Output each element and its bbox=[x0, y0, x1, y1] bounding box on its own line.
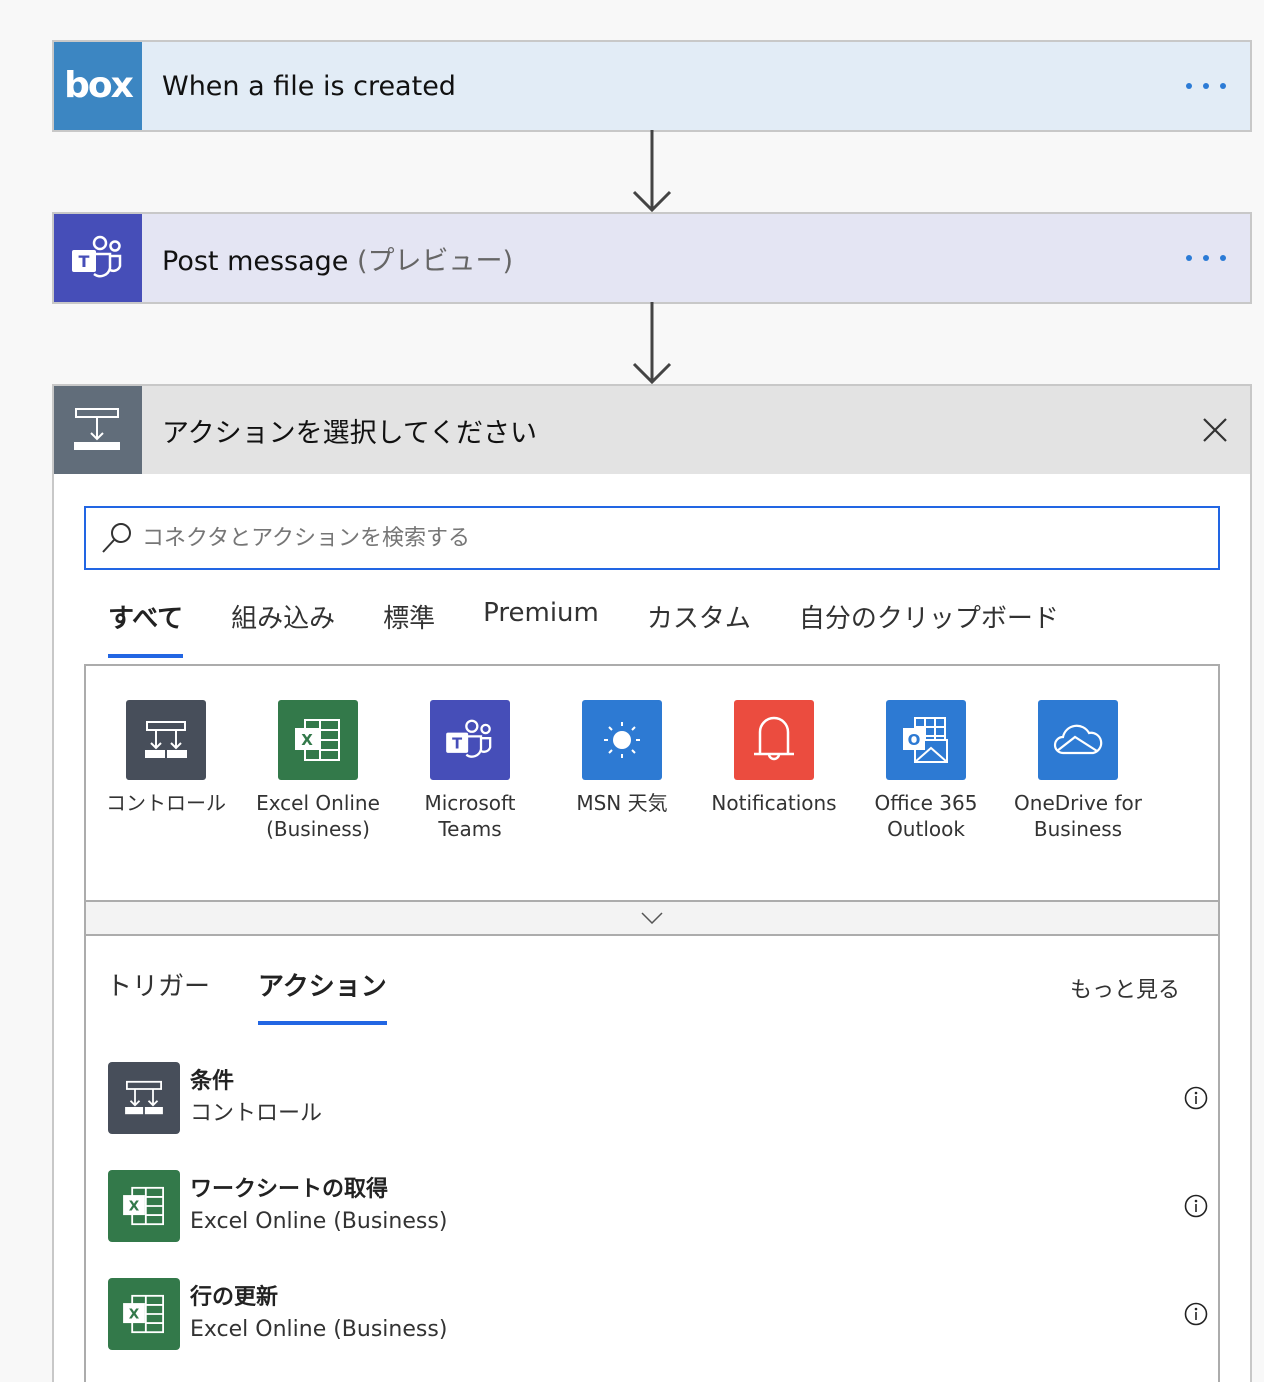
dot-icon bbox=[1220, 83, 1226, 89]
connector-office365-outlook[interactable]: O Office 365 Outlook bbox=[850, 700, 1002, 842]
trigger-action-tabs: トリガー アクション bbox=[106, 966, 435, 1025]
connector-label: Notifications bbox=[711, 791, 837, 815]
search-input[interactable] bbox=[142, 525, 1218, 551]
connector-label: Excel Online (Business) bbox=[256, 791, 380, 841]
actions-panel: トリガー アクション もっと見る 条件 bbox=[84, 936, 1220, 1382]
action-title: 行の更新 bbox=[190, 1285, 279, 1310]
tab-premium[interactable]: Premium bbox=[483, 598, 599, 628]
teams-icon: T bbox=[54, 214, 142, 302]
tab-triggers[interactable]: トリガー bbox=[106, 972, 211, 1002]
tab-clipboard[interactable]: 自分のクリップボード bbox=[798, 604, 1059, 634]
action-item-get-worksheets[interactable]: X ワークシートの取得 Excel Online (Business) bbox=[108, 1170, 1208, 1242]
arrow-down-icon bbox=[632, 302, 672, 385]
connector-grid: コントロール X Excel Online (Business) bbox=[84, 664, 1220, 936]
outlook-icon: O bbox=[886, 700, 966, 780]
svg-text:X: X bbox=[301, 731, 313, 749]
more-options-button[interactable] bbox=[1186, 255, 1226, 261]
action-title: 条件 bbox=[190, 1069, 235, 1094]
tab-custom[interactable]: カスタム bbox=[646, 604, 751, 634]
connector-onedrive-business[interactable]: OneDrive for Business bbox=[1002, 700, 1154, 842]
connector-label: Microsoft Teams bbox=[424, 791, 516, 841]
post-message-header[interactable]: T Post message (プレビュー) bbox=[54, 214, 1250, 302]
teams-icon: T bbox=[430, 700, 510, 780]
dot-icon bbox=[1203, 83, 1209, 89]
connector-tabs: すべて 組み込み 標準 Premium カスタム 自分のクリップボード bbox=[84, 586, 1083, 658]
choose-action-title: アクションを選択してください bbox=[162, 417, 538, 449]
action-connector: コントロール bbox=[190, 1101, 323, 1126]
arrow-down-icon bbox=[632, 130, 672, 213]
svg-text:T: T bbox=[452, 735, 462, 752]
trigger-card-header[interactable]: box When a file is created bbox=[54, 42, 1250, 130]
search-box[interactable] bbox=[84, 506, 1220, 570]
more-options-button[interactable] bbox=[1186, 83, 1226, 89]
action-icon bbox=[54, 386, 142, 474]
connector-microsoft-teams[interactable]: T Microsoft Teams bbox=[394, 700, 546, 842]
close-icon[interactable] bbox=[1200, 415, 1230, 445]
trigger-card-box[interactable]: box When a file is created bbox=[52, 40, 1252, 132]
dot-icon bbox=[1186, 83, 1192, 89]
action-connector: Excel Online (Business) bbox=[190, 1317, 448, 1342]
connector-label: MSN 天気 bbox=[576, 791, 668, 815]
action-item-update-row[interactable]: X 行の更新 Excel Online (Business) bbox=[108, 1278, 1208, 1350]
action-connector: Excel Online (Business) bbox=[190, 1209, 448, 1234]
tab-builtin[interactable]: 組み込み bbox=[231, 604, 336, 634]
svg-text:X: X bbox=[129, 1199, 140, 1215]
sun-icon bbox=[582, 700, 662, 780]
connector-label: コントロール bbox=[106, 791, 226, 815]
tab-all[interactable]: すべて bbox=[84, 586, 207, 658]
post-message-card[interactable]: T Post message (プレビュー) bbox=[52, 212, 1252, 304]
post-message-label: Post message bbox=[162, 245, 349, 277]
dot-icon bbox=[1203, 255, 1209, 261]
search-icon bbox=[102, 523, 131, 553]
info-icon[interactable] bbox=[1184, 1086, 1208, 1110]
control-icon bbox=[126, 700, 206, 780]
onedrive-icon bbox=[1038, 700, 1118, 780]
excel-icon: X bbox=[278, 700, 358, 780]
chevron-down-icon bbox=[641, 912, 663, 924]
info-icon[interactable] bbox=[1184, 1194, 1208, 1218]
post-message-title: Post message (プレビュー) bbox=[162, 239, 513, 278]
action-title: ワークシートの取得 bbox=[190, 1177, 389, 1202]
bell-icon bbox=[734, 700, 814, 780]
tab-actions[interactable]: アクション bbox=[258, 966, 387, 1025]
control-icon bbox=[108, 1062, 180, 1134]
action-item-condition[interactable]: 条件 コントロール bbox=[108, 1062, 1208, 1134]
connector-excel-online[interactable]: X Excel Online (Business) bbox=[242, 700, 394, 842]
svg-text:X: X bbox=[129, 1307, 140, 1323]
connector-label: OneDrive for Business bbox=[1014, 791, 1142, 841]
action-list: 条件 コントロール bbox=[108, 1062, 1208, 1382]
excel-icon: X bbox=[108, 1278, 180, 1350]
svg-text:T: T bbox=[79, 252, 90, 271]
expand-connectors-button[interactable] bbox=[86, 900, 1218, 936]
connector-control[interactable]: コントロール bbox=[90, 700, 242, 842]
see-more-link[interactable]: もっと見る bbox=[1069, 978, 1180, 1003]
svg-text:O: O bbox=[908, 731, 921, 749]
trigger-title: When a file is created bbox=[162, 70, 456, 102]
box-logo-icon: box bbox=[54, 42, 142, 130]
choose-action-card: アクションを選択してください すべて 組み込み 標準 Premium カスタム … bbox=[52, 384, 1252, 1382]
svg-text:box: box bbox=[64, 66, 134, 106]
tab-standard[interactable]: 標準 bbox=[383, 604, 436, 634]
connector-label: Office 365 Outlook bbox=[874, 791, 978, 841]
excel-icon: X bbox=[108, 1170, 180, 1242]
connector-msn-weather[interactable]: MSN 天気 bbox=[546, 700, 698, 842]
dot-icon bbox=[1186, 255, 1192, 261]
choose-action-header: アクションを選択してください bbox=[54, 386, 1250, 474]
preview-badge: (プレビュー) bbox=[357, 245, 514, 277]
dot-icon bbox=[1220, 255, 1226, 261]
connector-notifications[interactable]: Notifications bbox=[698, 700, 850, 842]
info-icon[interactable] bbox=[1184, 1302, 1208, 1326]
